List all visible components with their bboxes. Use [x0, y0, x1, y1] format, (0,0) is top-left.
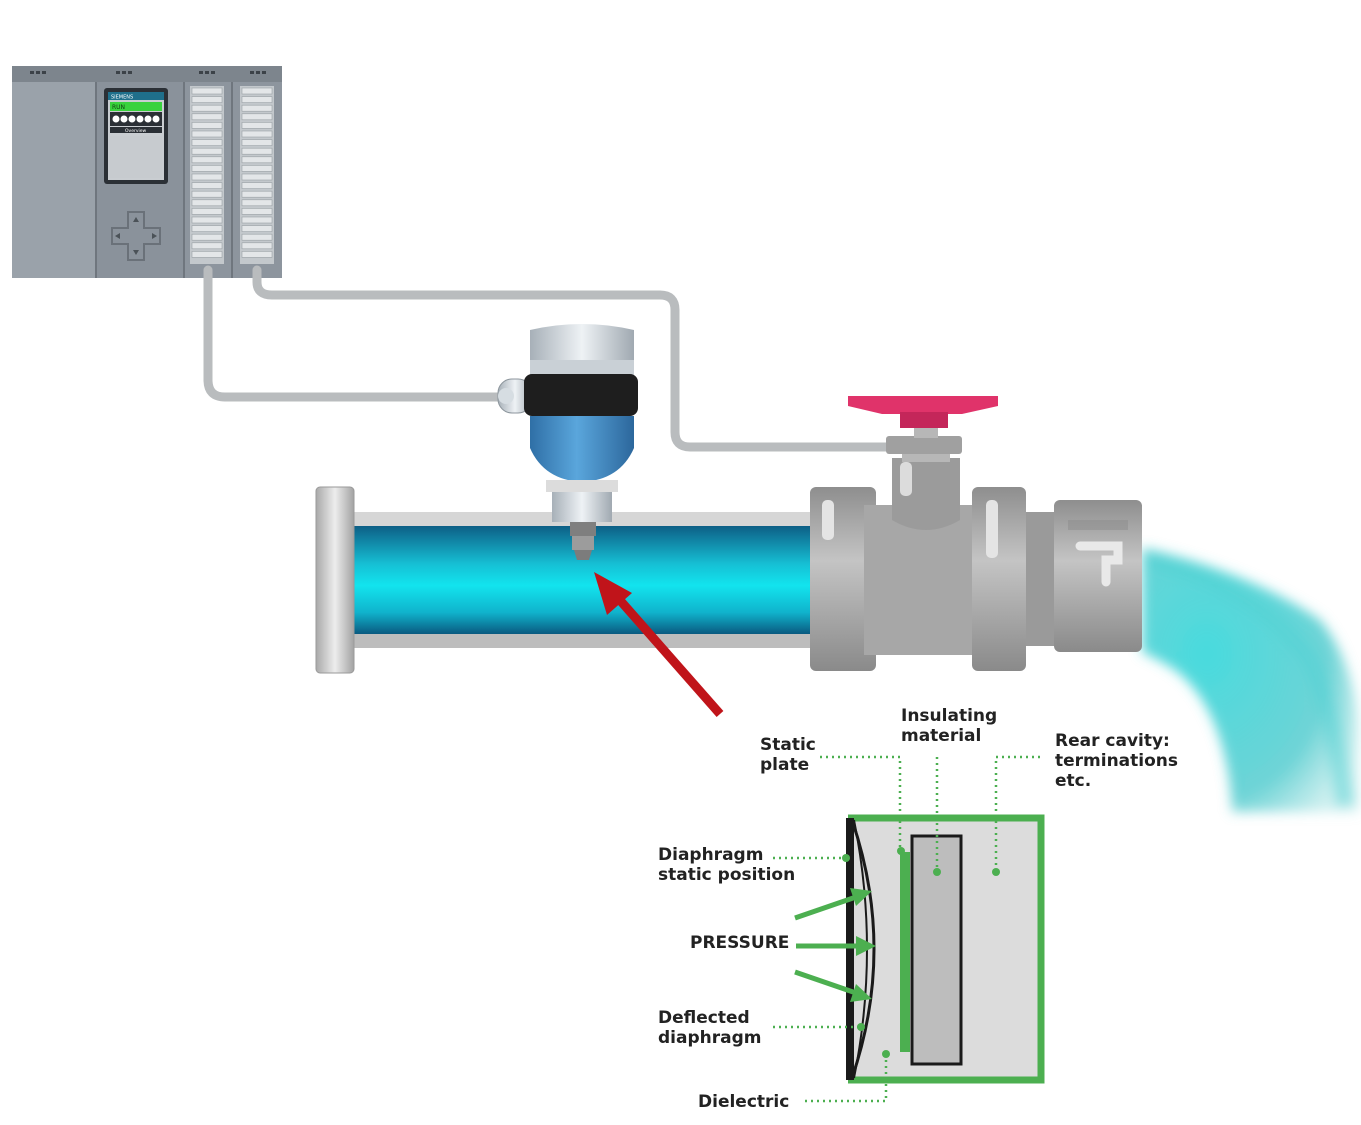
- label-rear-cavity-line2: terminations: [1055, 751, 1179, 771]
- cable-transmitter: [203, 265, 503, 402]
- label-deflected-line2: diaphragm: [658, 1028, 762, 1048]
- label-pressure: PRESSURE: [690, 933, 789, 953]
- static-plate: [900, 852, 910, 1052]
- leader-dots: [842, 847, 1000, 1058]
- sensor-tip: [574, 550, 592, 560]
- plc-display: SIEMENS RUN Overview: [104, 88, 168, 184]
- transmitter-band: [524, 374, 638, 416]
- label-diaphragm-static-line2: static position: [658, 865, 796, 885]
- sensor-housing: [848, 814, 1045, 1084]
- label-deflected-diaphragm: Deflected diaphragm: [658, 1008, 761, 1048]
- label-pressure-text: PRESSURE: [690, 933, 790, 953]
- label-diaphragm-static-line1: Diaphragm: [658, 845, 764, 865]
- pressure-arrows: [794, 888, 876, 1002]
- label-static-plate: Static plate: [760, 735, 816, 775]
- signal-cables: [203, 265, 897, 452]
- valve-body: [864, 505, 980, 655]
- plc-power-module: [12, 66, 96, 278]
- plc-run-status: RUN: [112, 104, 125, 111]
- pointer-arrow: [594, 572, 724, 717]
- plc-brand: SIEMENS: [111, 95, 133, 101]
- label-dielectric-text: Dielectric: [698, 1092, 790, 1112]
- transmitter-cap: [530, 324, 634, 366]
- leader-lines: [773, 755, 1040, 1103]
- water-outflow: [1142, 548, 1358, 812]
- plc-vent-dots: [30, 71, 266, 74]
- label-static-plate-line2: plate: [760, 755, 810, 775]
- label-insulating-line1: Insulating: [901, 706, 998, 726]
- ball-valve: [810, 396, 1142, 671]
- valve-handle[interactable]: [848, 396, 998, 428]
- transmitter-housing: [530, 416, 634, 482]
- insulating-material: [910, 834, 963, 1066]
- label-insulating-line2: material: [901, 726, 982, 746]
- plc-io-module-2: [240, 86, 274, 264]
- sensor-cross-section: [773, 755, 1045, 1103]
- label-insulating-material: Insulating material: [901, 706, 997, 746]
- pressure-transmitter: [497, 324, 638, 560]
- plc-io-module-1: [190, 86, 224, 264]
- label-static-plate-line1: Static: [760, 735, 816, 755]
- label-deflected-line1: Deflected: [658, 1008, 750, 1028]
- valve-outlet: [1054, 500, 1142, 652]
- deflected-diaphragm: [850, 819, 876, 1079]
- process-connection: [552, 492, 612, 522]
- label-dielectric: Dielectric: [698, 1092, 789, 1112]
- pipe: [315, 486, 823, 674]
- label-diaphragm-static: Diaphragm static position: [658, 845, 795, 885]
- cable-valve: [252, 265, 897, 452]
- label-rear-cavity-line3: etc.: [1055, 771, 1092, 791]
- plc-overview-label: Overview: [125, 128, 147, 134]
- pipe-flange: [315, 486, 355, 674]
- diaphragm-wall: [846, 818, 854, 1080]
- valve-right-nut: [972, 487, 1026, 671]
- label-rear-cavity: Rear cavity: terminations etc.: [1055, 731, 1178, 791]
- plc-nav-cross[interactable]: [111, 211, 161, 261]
- plc-controller: SIEMENS RUN Overview: [12, 66, 282, 278]
- label-rear-cavity-line1: Rear cavity:: [1055, 731, 1170, 751]
